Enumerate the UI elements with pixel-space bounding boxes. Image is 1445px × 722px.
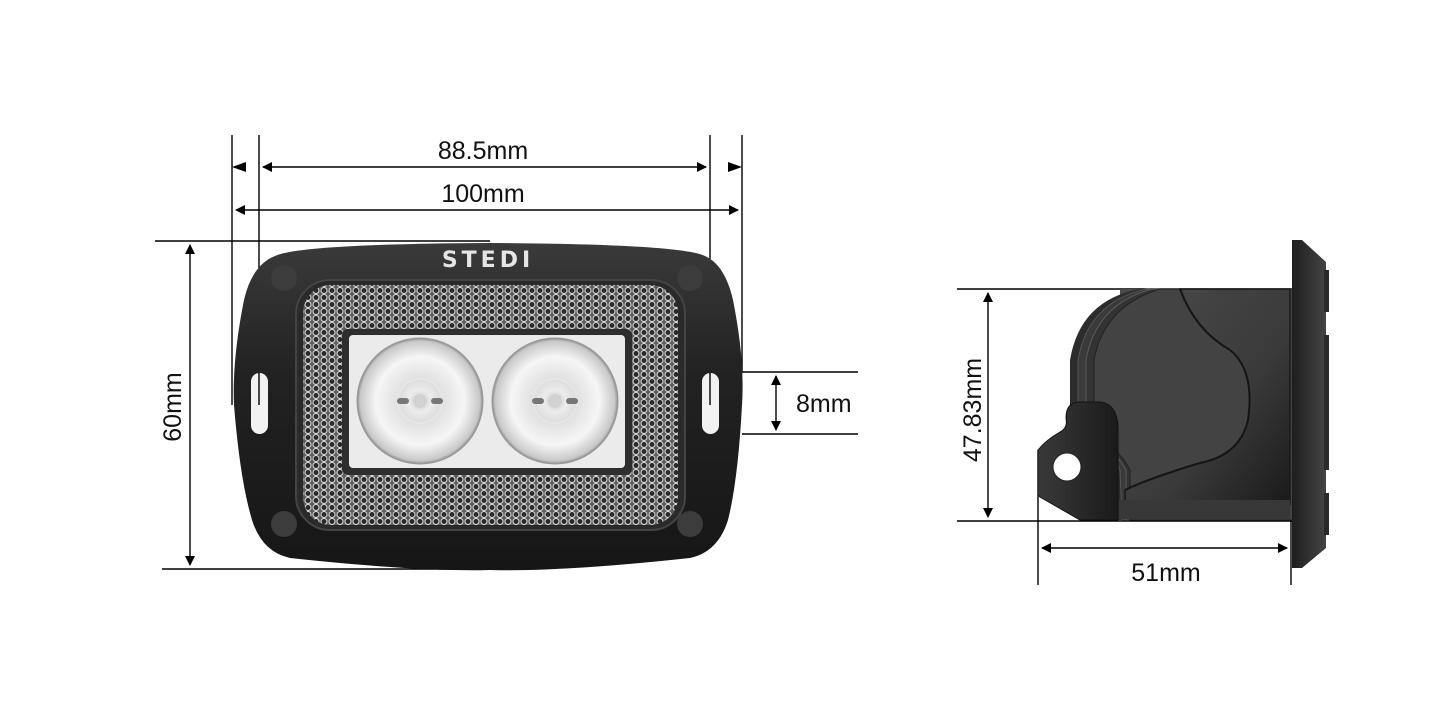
dim-label-mount-spacing: 88.5mm bbox=[438, 137, 528, 165]
dim-label-overall-width: 100mm bbox=[441, 180, 524, 208]
dim-label-slot-length: 8mm bbox=[796, 390, 852, 418]
led-lens-2 bbox=[491, 337, 619, 465]
mounting-screws bbox=[271, 265, 703, 537]
front-view: STEDI 88.5mm 100mm 60mm 8mm bbox=[155, 135, 858, 571]
screw-top-right-icon bbox=[677, 265, 703, 291]
screw-bottom-left-icon bbox=[271, 511, 297, 537]
side-view: 47.83mm 51mm bbox=[957, 240, 1329, 587]
dim-label-depth: 51mm bbox=[1131, 559, 1200, 587]
screw-top-left-icon bbox=[271, 265, 297, 291]
side-flange bbox=[1292, 240, 1326, 568]
brand-logo: STEDI bbox=[442, 248, 534, 273]
dim-label-overall-height: 60mm bbox=[159, 372, 187, 441]
flange-tabs bbox=[1324, 270, 1329, 535]
led-lens-1 bbox=[356, 337, 484, 465]
dim-arrow-left-outer bbox=[232, 162, 246, 172]
dim-label-body-height: 47.83mm bbox=[959, 358, 987, 462]
screw-bottom-right-icon bbox=[677, 511, 703, 537]
dim-arrow-right-outer bbox=[728, 162, 742, 172]
bracket-hole-icon bbox=[1052, 452, 1082, 482]
